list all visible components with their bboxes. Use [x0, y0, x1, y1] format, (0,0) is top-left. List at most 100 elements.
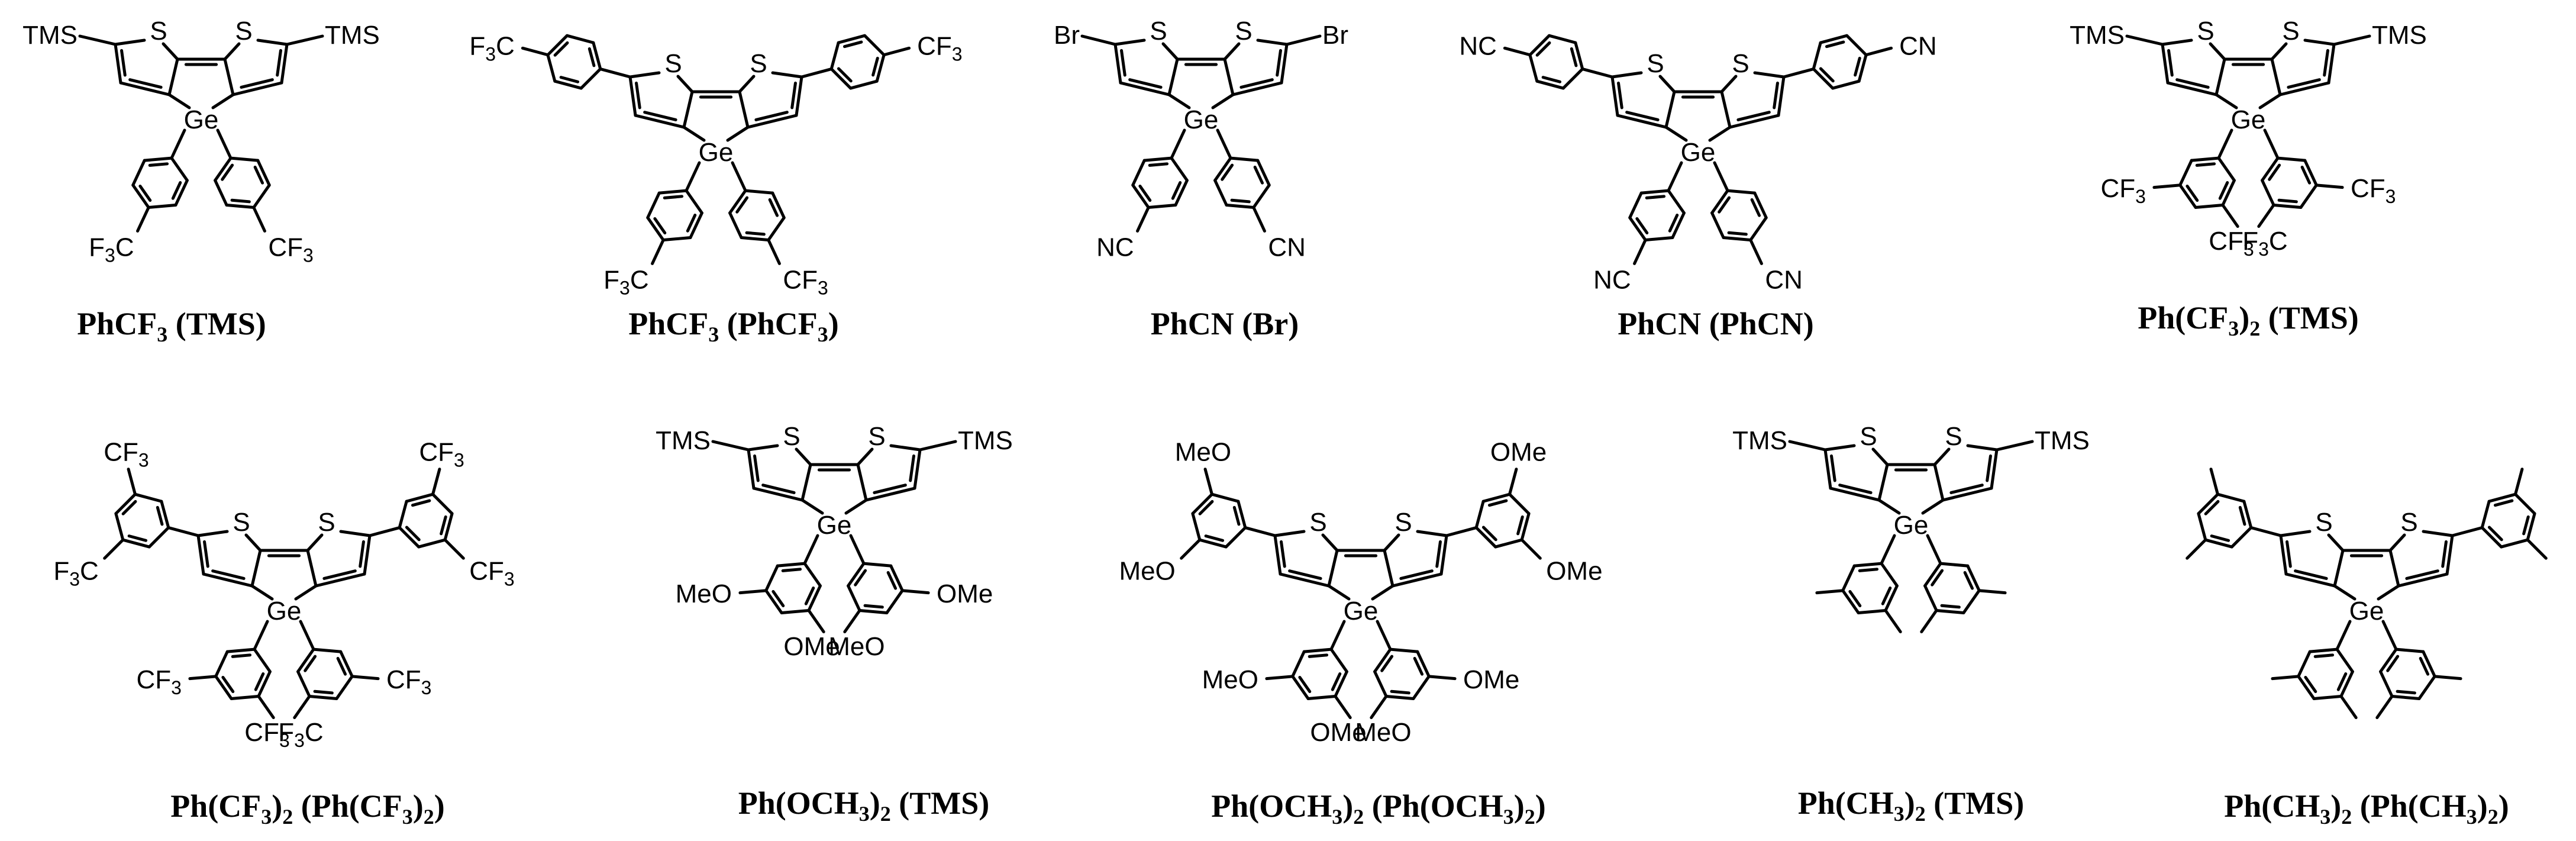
- bond: [2279, 530, 2312, 537]
- substituent-bond: [2271, 675, 2300, 681]
- ring-bond: [147, 203, 177, 210]
- bond: [1664, 90, 1676, 129]
- ring-bond: [1520, 512, 1531, 542]
- substituent-bond: [188, 675, 218, 681]
- aryl-bond: [216, 128, 233, 160]
- substituent-bond: [2433, 675, 2462, 681]
- tms-bond: [711, 440, 750, 452]
- ring-bond: [1880, 562, 1899, 588]
- substituent-bond: [1180, 538, 1202, 560]
- ring-bond: [2297, 675, 2316, 701]
- cf3-text: CF: [137, 665, 172, 694]
- ring-bond: [2487, 492, 2517, 503]
- ring-bond: [889, 564, 904, 592]
- caption-segment: 3: [1503, 805, 1514, 829]
- ring-bond: [875, 53, 886, 83]
- f3c-f: F: [89, 233, 105, 262]
- sulfur-atom: S: [150, 17, 167, 46]
- double-bond-inner: [753, 454, 760, 482]
- ring-bond: [803, 562, 822, 588]
- caption-segment: 2: [2341, 805, 2352, 829]
- substituent-bond: [103, 538, 125, 560]
- f3c-f: F: [53, 556, 69, 585]
- caption-segment: Ph(CF: [2138, 300, 2228, 336]
- bond: [2278, 81, 2330, 96]
- bond: [747, 448, 756, 490]
- ring-double-bond: [1881, 587, 1892, 605]
- substituent-bond: [521, 46, 550, 57]
- ring-double-bond: [768, 198, 779, 217]
- ring-bond: [1416, 650, 1431, 678]
- substituent-bond: [2152, 183, 2182, 189]
- double-bond-inner: [2286, 540, 2292, 568]
- aryl-bond: [685, 161, 701, 192]
- substituent-bond: [1503, 46, 1532, 57]
- caption-segment: ): [828, 306, 839, 341]
- ring-bond: [1726, 189, 1757, 195]
- compound-caption: Ph(OCH3)2 (TMS): [738, 785, 989, 826]
- bond: [339, 530, 372, 537]
- bond: [2166, 81, 2218, 96]
- bond: [223, 42, 241, 61]
- ring-double-bond: [405, 526, 421, 542]
- ring-double-bond: [253, 165, 264, 185]
- bond: [231, 81, 283, 96]
- ring-bond: [728, 189, 747, 215]
- ring-double-bond: [771, 589, 785, 608]
- ring-double-bond: [336, 656, 347, 676]
- bond: [628, 71, 661, 79]
- ring-bond: [257, 670, 272, 698]
- caption-segment: ): [413, 788, 424, 824]
- ring-bond: [771, 191, 786, 220]
- ring-double-bond: [1541, 76, 1562, 83]
- ring-bond: [160, 500, 170, 530]
- f3c-c: C: [2269, 227, 2288, 256]
- ring-double-bond: [1854, 56, 1861, 77]
- bond: [167, 57, 179, 96]
- ring-double-bond: [804, 587, 815, 605]
- f3c-f: F: [469, 32, 485, 61]
- bond: [196, 530, 229, 537]
- ring-double-bond: [1198, 500, 1214, 515]
- ring-bond: [1710, 211, 1725, 239]
- ring-double-bond: [1253, 165, 1264, 185]
- bond: [1658, 75, 1676, 94]
- bond: [1256, 38, 1289, 46]
- substituent-bond: [2257, 203, 2275, 228]
- cf3-subscript: 3: [171, 677, 182, 698]
- compound-caption: PhCF3 (TMS): [77, 306, 266, 346]
- bond: [856, 463, 868, 502]
- aryl-bond: [1445, 526, 1478, 537]
- bond: [1871, 447, 1889, 466]
- bond: [747, 444, 779, 452]
- ring-double-bond: [1204, 534, 1225, 542]
- ring-bond: [2242, 500, 2253, 530]
- ring-bond: [2178, 159, 2193, 187]
- bond: [114, 43, 122, 85]
- caption-segment: 2: [2249, 317, 2260, 340]
- ring-bond: [1373, 670, 1388, 698]
- bond: [306, 533, 324, 552]
- ring-bond: [1644, 236, 1674, 242]
- ring-bond: [1671, 211, 1686, 239]
- caption-segment: 2: [1915, 802, 1926, 826]
- double-bond-inner: [1276, 49, 1282, 77]
- sulfur-atom: S: [1732, 49, 1749, 78]
- bond: [738, 75, 756, 94]
- substituent-bond: [2339, 694, 2358, 720]
- ring-bond: [2221, 179, 2236, 207]
- ring-bond: [1528, 34, 1551, 57]
- bond: [2422, 530, 2454, 537]
- double-bond-inner: [211, 569, 246, 580]
- bond: [1877, 498, 1901, 515]
- ring-bond: [230, 694, 260, 701]
- caption-segment: 2: [880, 802, 891, 826]
- ring-bond: [1229, 156, 1260, 162]
- ring-bond: [661, 236, 692, 242]
